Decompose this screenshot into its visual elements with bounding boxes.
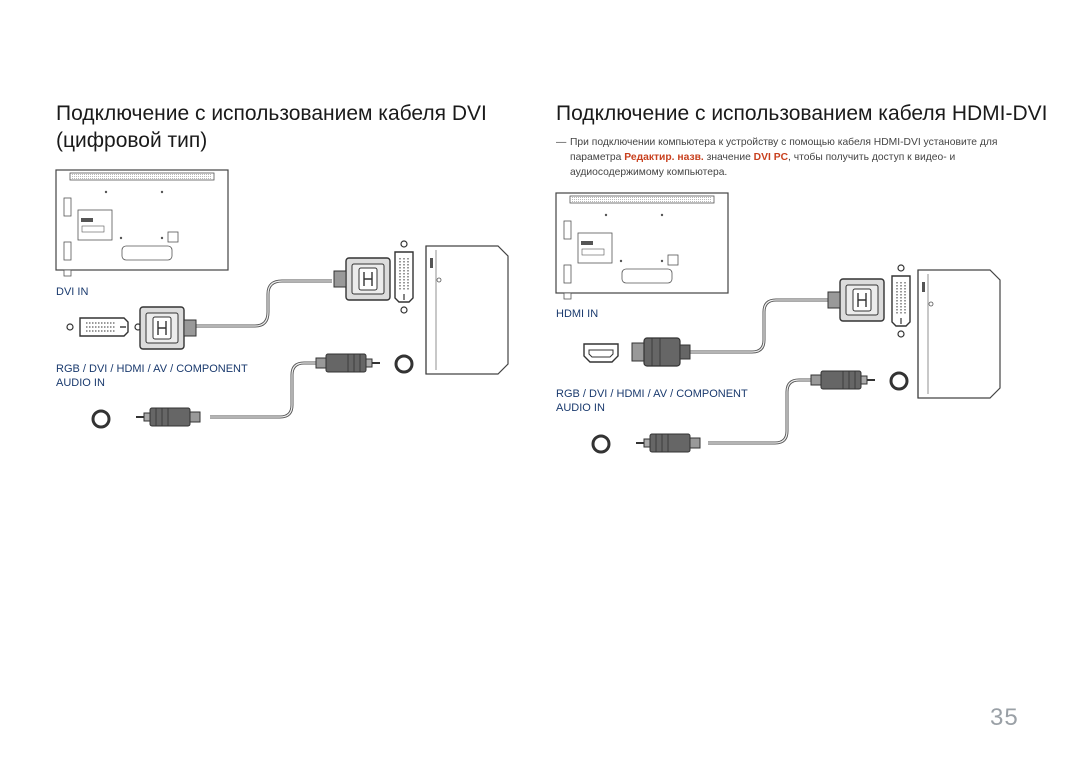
audio-plug-pc-side-right <box>810 370 876 390</box>
audio-cable-right <box>708 378 811 445</box>
hdmi-dvi-cable-right <box>688 298 834 354</box>
audio-in-label-right-line1: RGB / DVI / HDMI / AV / COMPONENT <box>556 388 748 400</box>
audio-cable-left <box>210 361 316 419</box>
pc-right <box>917 269 1001 399</box>
hdmi-dvi-note: — При подключении компьютера к устройств… <box>556 135 1026 180</box>
note-part2: значение <box>703 152 754 163</box>
hdmi-plug-monitor-side-right <box>631 337 691 367</box>
note-text: При подключении компьютера к устройству … <box>570 135 1026 180</box>
audio-plug-pc-side-left <box>315 353 381 373</box>
monitor-right <box>555 192 729 300</box>
audio-plug-monitor-side-left <box>135 407 201 427</box>
note-highlight-dvi-pc: DVI PC <box>753 152 789 163</box>
section-title-dvi: Подключение с использованием кабеля DVI … <box>56 102 487 152</box>
note-part3: , чтобы получить доступ к видео- и аудио… <box>570 152 956 178</box>
dvi-cable-left <box>196 279 332 328</box>
note-part1: При подключении компьютера к устройству … <box>570 137 998 163</box>
dvi-in-label: DVI IN <box>56 286 89 298</box>
dvi-port-pc-left <box>394 240 414 314</box>
pc-left <box>425 245 509 375</box>
monitor-left <box>55 169 229 277</box>
note-highlight-edit-name: Редактир. назв. <box>624 152 704 163</box>
audio-in-label-left-line1: RGB / DVI / HDMI / AV / COMPONENT <box>56 363 248 375</box>
hdmi-in-label: HDMI IN <box>556 308 599 320</box>
hdmi-port-monitor-right <box>583 343 619 363</box>
dvi-port-monitor-left <box>66 317 142 337</box>
audio-in-label-left-line2: AUDIO IN <box>56 377 105 389</box>
audio-socket-pc-left <box>394 354 414 374</box>
dvi-port-pc-right <box>891 264 911 338</box>
note-dash: — <box>556 137 567 148</box>
dvi-plug-pc-side-right <box>827 278 885 322</box>
audio-in-label-right-line2: AUDIO IN <box>556 402 605 414</box>
page-number: 35 <box>990 704 1019 731</box>
audio-plug-monitor-side-right <box>635 433 701 453</box>
dvi-plug-pc-side-left <box>333 257 391 301</box>
audio-socket-pc-right <box>889 371 909 391</box>
dvi-plug-monitor-side-left <box>139 306 197 350</box>
section-title-hdmi-dvi: Подключение с использованием кабеля HDMI… <box>556 102 1048 125</box>
audio-socket-monitor-right <box>591 434 611 454</box>
audio-socket-monitor-left <box>91 409 111 429</box>
